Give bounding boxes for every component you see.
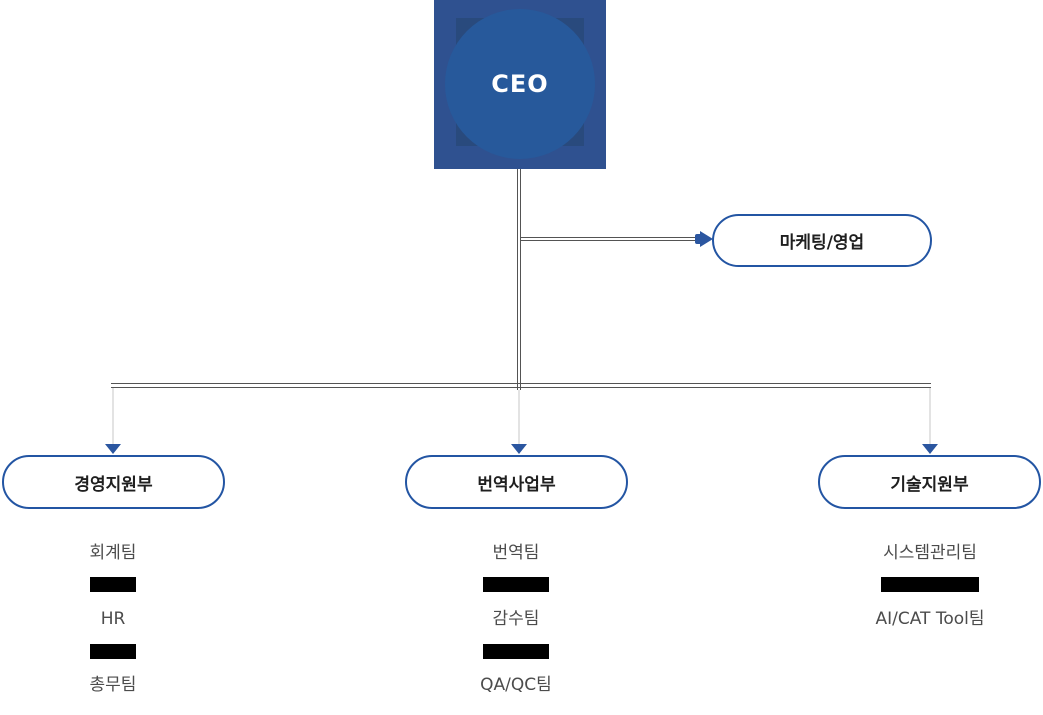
drop-line-right bbox=[929, 388, 931, 447]
redacted-bar bbox=[90, 577, 136, 592]
team-label: HR bbox=[100, 609, 126, 629]
team-list-technical-support: 시스템관리팀 AI/CAT Tool팀 bbox=[810, 538, 1043, 708]
redacted-bar bbox=[881, 577, 979, 592]
ceo-circle: CEO bbox=[445, 9, 595, 159]
department-node-management-support: 경영지원부 bbox=[2, 455, 225, 509]
team-label: 시스템관리팀 bbox=[883, 543, 977, 563]
marketing-arrow-base bbox=[695, 234, 703, 244]
department-label: 기술지원부 bbox=[890, 474, 969, 495]
ceo-node: CEO bbox=[434, 0, 606, 169]
team-label: QA/QC팀 bbox=[480, 675, 552, 695]
team-label: 회계팀 bbox=[89, 543, 137, 563]
team-list-translation-business: 번역팀 감수팀 QA/QC팀 bbox=[396, 538, 636, 708]
redacted-bar bbox=[483, 577, 549, 592]
down-arrow-icon-center bbox=[511, 444, 527, 454]
department-node-translation-business: 번역사업부 bbox=[405, 455, 628, 509]
department-label: 번역사업부 bbox=[477, 474, 556, 495]
marketing-arrow-icon bbox=[700, 231, 713, 247]
team-label: 번역팀 bbox=[492, 543, 540, 563]
drop-line-left bbox=[112, 388, 114, 447]
team-label: AI/CAT Tool팀 bbox=[875, 609, 985, 629]
down-arrow-icon-right bbox=[922, 444, 938, 454]
drop-line-center bbox=[518, 390, 520, 447]
department-label: 경영지원부 bbox=[74, 474, 153, 495]
down-arrow-icon-left bbox=[105, 444, 121, 454]
connector-marketing-branch bbox=[521, 237, 697, 241]
team-label: 감수팀 bbox=[492, 609, 540, 629]
ceo-label: CEO bbox=[491, 70, 549, 98]
redacted-bar bbox=[483, 644, 549, 659]
team-label: 총무팀 bbox=[89, 675, 137, 695]
connector-main-horizontal bbox=[111, 383, 931, 388]
marketing-sales-node: 마케팅/영업 bbox=[712, 214, 932, 267]
department-node-technical-support: 기술지원부 bbox=[818, 455, 1041, 509]
redacted-bar bbox=[90, 644, 136, 659]
connector-trunk-vertical bbox=[517, 169, 521, 390]
team-list-management-support: 회계팀 HR 총무팀 bbox=[0, 538, 233, 708]
marketing-sales-label: 마케팅/영업 bbox=[779, 233, 865, 253]
